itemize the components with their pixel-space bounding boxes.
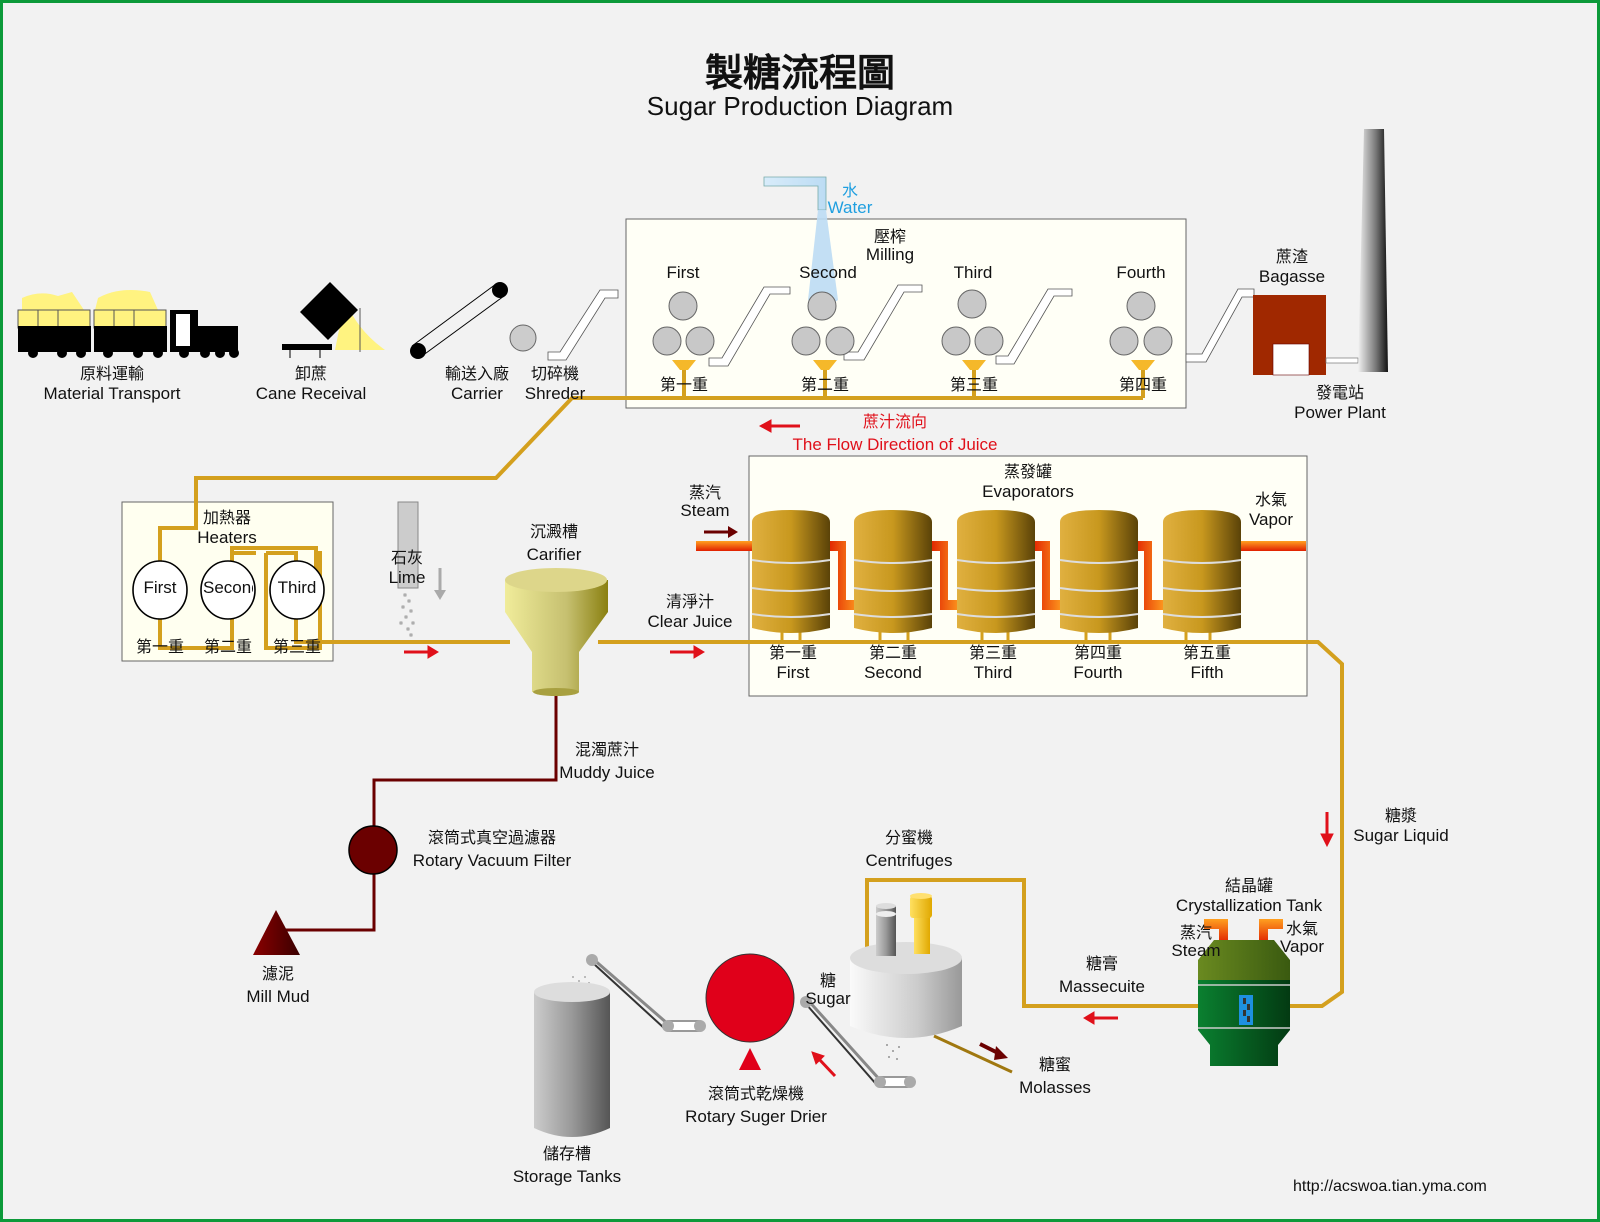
storage-tank [534, 982, 610, 1137]
evaporator-juice-taps [780, 632, 1212, 642]
heater-2-name: Second [203, 578, 253, 597]
lime-hopper [397, 501, 419, 589]
evaporator-vessel [853, 510, 933, 633]
rotary-vacuum-filter-icon [348, 825, 398, 875]
carrier-conveyor-icon [410, 282, 508, 359]
mill-3-zh: 第三重 [949, 375, 999, 394]
evaporator-vessel [956, 510, 1036, 633]
mill-mud-pile-icon [253, 910, 300, 955]
storage-conveyor [572, 954, 706, 1032]
heater-vessels [132, 560, 325, 620]
footer-url[interactable]: http://acswoa.tian.yma.com [1293, 1178, 1487, 1195]
molasses-arrow-icon [979, 1042, 1008, 1060]
evaporator-vessel [751, 510, 831, 633]
mill-1-zh: 第一重 [659, 375, 709, 394]
water-pipe [763, 176, 838, 306]
mill-rollers [652, 289, 1173, 356]
mill-3-name: Third [953, 263, 993, 282]
cane-dump-icon [282, 282, 385, 358]
mud-pipe [282, 696, 558, 932]
truck-icon [17, 290, 239, 358]
chimney-icon [1358, 129, 1388, 372]
mill-4-name: Fourth [1116, 263, 1166, 282]
mill-juice-funnels [672, 360, 1155, 370]
lime-particles [399, 593, 415, 637]
evaporator-vessel [1162, 510, 1242, 633]
steam-in-arrow-icon [704, 526, 738, 538]
page-title-en: Sugar Production Diagram [646, 91, 954, 121]
sugar-conveyor [800, 996, 916, 1088]
crystallization-tank [1198, 919, 1290, 1066]
flow-arrow-icons [404, 419, 1334, 1078]
milling-panel [625, 218, 1187, 409]
elevator-ramps [547, 284, 1255, 367]
heater-1-zh: 第一重 [135, 637, 185, 656]
mill-2-zh: 第二重 [800, 375, 850, 394]
mill-1-name: First [666, 263, 700, 282]
centrifuge [850, 893, 1013, 1074]
page-title-zh: 製糖流程圖 [704, 51, 896, 95]
heater-1-name: First [143, 578, 177, 597]
mill-4-zh: 第四重 [1118, 375, 1168, 394]
lime-down-arrow-icon [434, 568, 446, 600]
power-plant-door [1272, 343, 1310, 376]
mill-2-name: Second [799, 263, 857, 282]
rotary-drier [705, 953, 795, 1070]
evaporator-vessel [1059, 510, 1139, 633]
heater-3-name: Third [277, 578, 317, 597]
evaporator-steam-pipes [696, 541, 1306, 610]
carifier-tank [505, 568, 608, 696]
shreder-drum-icon [509, 324, 537, 352]
heater-3-zh: 第三重 [272, 637, 322, 656]
evaporator-vessels [751, 510, 1242, 633]
heater-2-zh: 第二重 [203, 637, 253, 656]
power-plant-pipe [1325, 357, 1359, 364]
